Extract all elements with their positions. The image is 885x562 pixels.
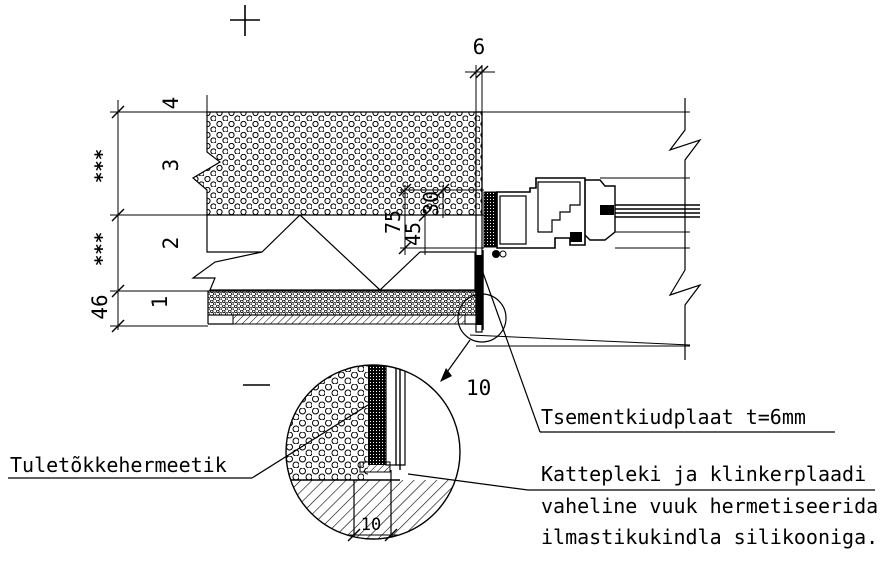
detail-reference-circle (457, 293, 507, 343)
label-sealant: Tuletõkkehermeetik (10, 453, 227, 477)
dim-top-gap: 6 (473, 35, 486, 59)
cement-board-vertical (475, 111, 483, 333)
dim-layer-3: 3 (159, 159, 183, 172)
layer-1-board (207, 290, 477, 316)
dim-detail-gap: 10 (361, 515, 381, 535)
right-break-lines (668, 98, 702, 360)
plus-sign (230, 5, 260, 36)
window-frame-profile (483, 177, 700, 258)
note-line-3: ilmastikukindla silikooniga. (541, 525, 878, 549)
dim-layer-1-thickness: 46 (88, 294, 112, 319)
stars-upper: *** (91, 149, 113, 183)
dim-frame-30: 30 (419, 191, 443, 215)
layer-2-outline (191, 214, 476, 291)
stars-lower: *** (91, 232, 113, 266)
top-gap-dimension (465, 65, 495, 112)
flashing-dark (476, 255, 483, 325)
layer-1-base-hatch (232, 314, 466, 325)
label-cement-board: Tsementkiudplaat t=6mm (541, 405, 806, 429)
vertical-dimension-chain (111, 100, 125, 333)
detail-ref-number: 10 (466, 376, 491, 400)
note-line-1: Katteplekі ja klinkerplaadi (541, 462, 866, 486)
dim-layer-4: 4 (159, 97, 183, 110)
dim-layer-2: 2 (159, 237, 183, 250)
note-line-2: vaheline vuuk hermetiseerida (541, 494, 878, 518)
dim-layer-1: 1 (148, 296, 172, 309)
frame-dimensions (398, 183, 484, 255)
dim-frame-45: 45 (401, 222, 425, 246)
dim-frame-75: 75 (381, 210, 405, 234)
